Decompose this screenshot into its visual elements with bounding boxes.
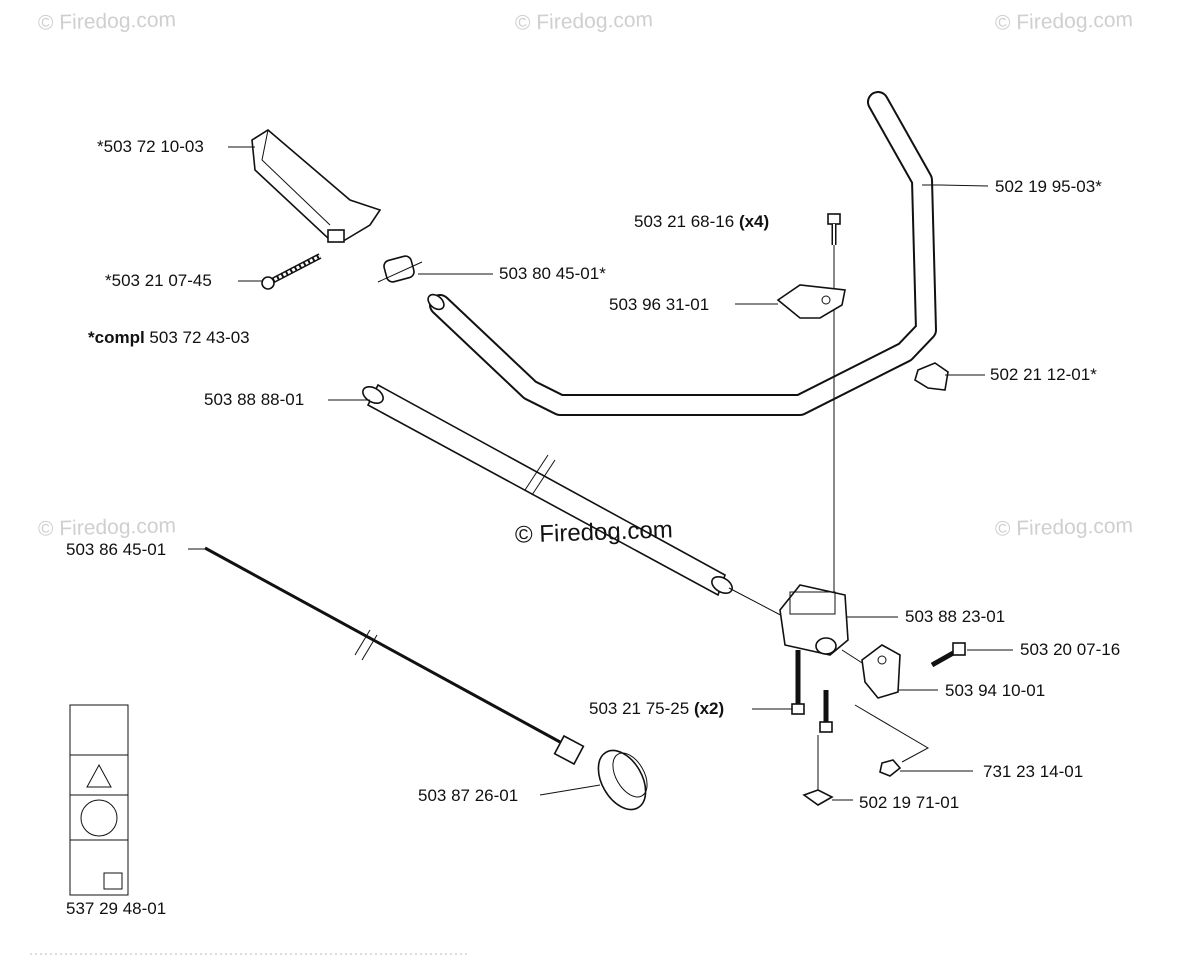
compl-number: 503 72 43-03 <box>149 328 250 347</box>
part-number: 503 88 23-01 <box>905 607 1006 626</box>
watermark: © Firedog.com <box>37 514 177 541</box>
part-label: 503 86 45-01 <box>66 540 166 560</box>
part-label: 503 94 10-01 <box>945 681 1045 701</box>
part-label: 503 21 75-25 (x2) <box>589 699 724 719</box>
part-label: 503 88 23-01 <box>905 607 1005 627</box>
compl-label: *compl 503 72 43-03 <box>88 328 250 348</box>
handle-bar-drawing <box>427 91 937 416</box>
part-number: 502 19 71-01 <box>859 793 960 812</box>
part-qty: (x2) <box>693 699 725 718</box>
screw-drawing <box>261 253 322 290</box>
part-number: 503 94 10-01 <box>945 681 1046 700</box>
decal-sheet-label: 537 29 48-01 <box>66 899 167 918</box>
center-watermark: © Firedog.com <box>514 516 674 549</box>
nuts-drawing <box>802 704 930 806</box>
side-screw-drawing <box>930 642 966 668</box>
part-label: 503 80 45-01* <box>499 264 606 284</box>
part-label: 502 21 12-01* <box>990 365 1097 385</box>
part-label: 503 87 26-01 <box>418 786 518 806</box>
compl-prefix: *compl <box>88 328 145 347</box>
part-label: 502 19 71-01 <box>859 793 959 813</box>
part-label: 503 20 07-16 <box>1020 640 1120 660</box>
part-label: *503 21 07-45 <box>105 271 212 291</box>
part-label: 502 19 95-03* <box>995 177 1102 197</box>
decal-sheet-drawing <box>69 704 129 896</box>
part-label: 731 23 14-01 <box>983 762 1083 782</box>
knob-drawing <box>914 362 949 391</box>
leader-lines <box>188 146 1013 801</box>
part-number: 731 23 14-01 <box>983 762 1084 781</box>
part-number: 503 21 75-25 <box>589 699 690 718</box>
part-number: 503 88 88-01 <box>204 390 305 409</box>
part-label: *503 72 10-03 <box>97 137 204 157</box>
watermark: © Firedog.com <box>37 8 177 35</box>
part-label: 503 88 88-01 <box>204 390 304 410</box>
part-number: 502 21 12-01* <box>990 365 1097 384</box>
shaft-tube-drawing <box>362 383 791 621</box>
drum-drawing <box>553 734 648 811</box>
bracket-drawing <box>776 284 846 319</box>
clamp-drawing <box>377 255 423 283</box>
part-number: 503 21 68-16 <box>634 212 735 231</box>
part-number: 503 96 31-01 <box>609 295 710 314</box>
part-number: 503 20 07-16 <box>1020 640 1121 659</box>
drive-shaft-drawing <box>204 546 561 744</box>
part-number: 503 80 45-01* <box>499 264 606 283</box>
part-label: 503 21 68-16 (x4) <box>634 212 769 232</box>
side-clamp-drawing <box>861 644 901 699</box>
part-number: *503 21 07-45 <box>105 271 212 290</box>
part-number: *503 72 10-03 <box>97 137 204 156</box>
grip-drawing <box>251 129 382 243</box>
bottom-screws-drawing <box>791 650 833 733</box>
top-screw-drawing <box>827 213 841 602</box>
part-number: 502 19 95-03* <box>995 177 1102 196</box>
watermark: © Firedog.com <box>514 8 654 35</box>
part-number: 503 86 45-01 <box>66 540 167 559</box>
part-number: 503 87 26-01 <box>418 786 519 805</box>
watermark: © Firedog.com <box>994 8 1134 35</box>
housing-drawing <box>779 584 871 669</box>
watermark: © Firedog.com <box>994 514 1134 541</box>
part-qty: (x4) <box>738 212 770 231</box>
part-label: 503 96 31-01 <box>609 295 709 315</box>
